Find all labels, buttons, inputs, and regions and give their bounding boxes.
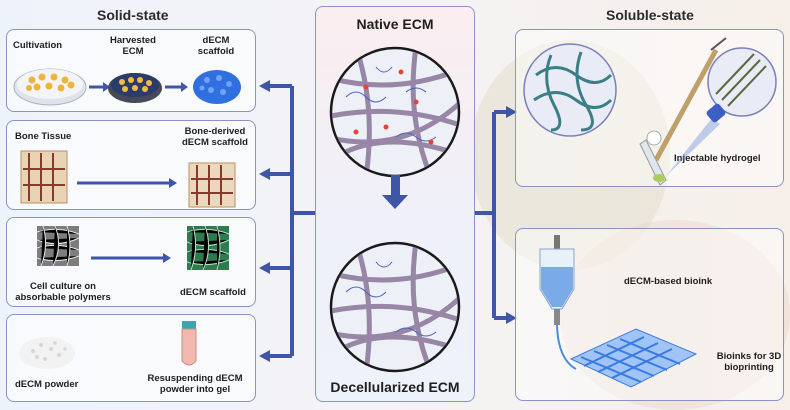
bone-tissue-panel: Bone Tissue Bone-derived dECM scaffold (6, 120, 256, 210)
injectable-hydrogel-panel: Injectable hydrogel (515, 29, 784, 187)
hydrogel-illustration (523, 37, 777, 186)
decm-bioink-label: dECM-based bioink (624, 276, 713, 287)
resuspending-label: Resuspending dECM powder into gel (147, 373, 243, 395)
bone-derived-scaffold-label: Bone-derived dECM scaffold (182, 126, 248, 148)
ecm-illustrations (329, 46, 461, 373)
cultivation-label: Cultivation (13, 40, 63, 51)
bioinks-3d-label: Bioinks for 3D bioprinting (716, 351, 782, 373)
soluble-state-heading: Soluble-state (606, 7, 694, 23)
bioprinting-illustration (539, 235, 698, 388)
solid-state-heading: Solid-state (97, 7, 169, 23)
cell-culture-label: Cell culture on absorbable polymers (15, 281, 111, 303)
cultivation-panel: Cultivation Harvested ECM dECM scaffold (6, 29, 256, 112)
ecm-center-panel: Native ECM Decellularized ECM (315, 6, 475, 402)
injectable-hydrogel-label: Injectable hydrogel (674, 153, 761, 164)
harvested-ecm-label: Harvested ECM (110, 35, 156, 57)
background-cell (560, 220, 790, 410)
powder-panel: dECM powder Resuspending dECM powder int… (6, 314, 256, 402)
native-ecm-title: Native ECM (356, 16, 434, 32)
decm-powder-label: dECM powder (15, 379, 79, 390)
powder-illustration (19, 321, 197, 369)
polymer-illustration (36, 225, 230, 271)
decm-scaffold-label: dECM scaffold (197, 35, 235, 57)
absorbable-polymer-panel: Cell culture on absorbable polymers dECM… (6, 217, 256, 307)
decellularized-ecm-title: Decellularized ECM (330, 379, 460, 395)
bone-illustration (20, 150, 236, 208)
bone-tissue-label: Bone Tissue (15, 131, 72, 142)
decm-scaffold-label-2: dECM scaffold (180, 287, 246, 298)
bioprinting-panel: dECM-based bioink Bioinks for 3D bioprin… (515, 228, 784, 401)
cultivation-illustration (13, 68, 241, 106)
